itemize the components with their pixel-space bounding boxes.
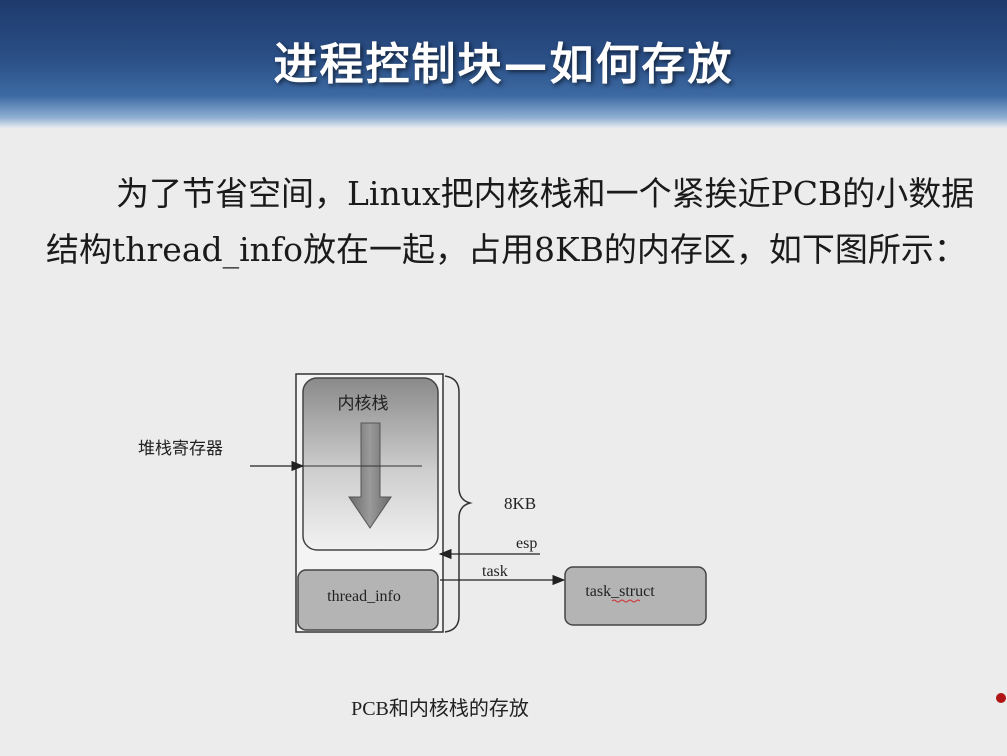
esp-label: esp xyxy=(516,535,537,552)
stack-register-label: 堆栈寄存器 xyxy=(138,439,223,458)
size-brace xyxy=(444,375,473,633)
thread-info-box xyxy=(297,569,439,631)
task-struct-label: task_struct xyxy=(585,583,655,600)
slide-title: 进程控制块—如何存放 xyxy=(273,39,734,90)
spellcheck-underline xyxy=(611,599,641,603)
paragraph-text: 为了节省空间，Linux把内核栈和一个紧挨近PCB的小数据结构thread_in… xyxy=(46,174,975,269)
stack-growth-arrow-icon xyxy=(348,422,392,529)
red-dot-marker xyxy=(996,693,1006,703)
diagram-caption: PCB和内核栈的存放 xyxy=(351,698,529,720)
thread-info-label: thread_info xyxy=(327,588,401,605)
slide-paragraph: 为了节省空间，Linux把内核栈和一个紧挨近PCB的小数据结构thread_in… xyxy=(46,166,986,278)
task-label: task xyxy=(482,563,508,580)
task-struct-box xyxy=(564,566,707,626)
size-label: 8KB xyxy=(504,494,536,513)
title-banner: 进程控制块—如何存放 xyxy=(0,0,1007,128)
kernel-stack-label: 内核栈 xyxy=(338,394,389,413)
